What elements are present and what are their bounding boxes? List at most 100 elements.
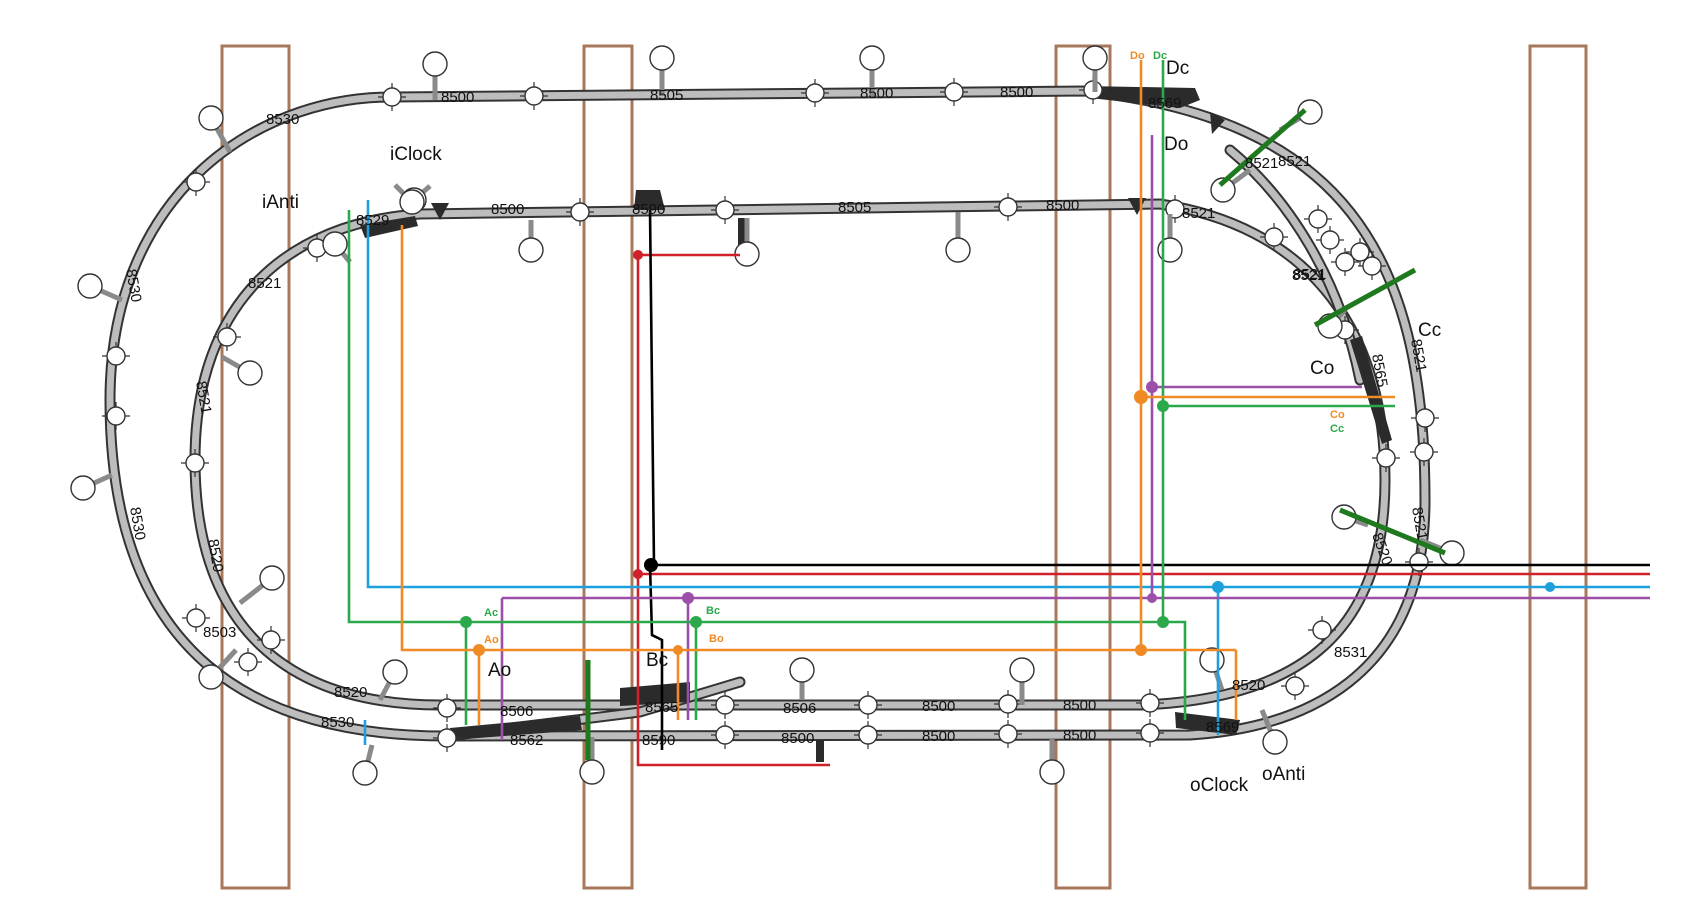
- turnout-bottom-right: [1175, 712, 1240, 735]
- rail-joiner: [1136, 719, 1164, 747]
- point-motor: [1199, 647, 1225, 691]
- rail-joiner: [1316, 226, 1344, 254]
- point-motor: [322, 231, 352, 264]
- rail-joiner: [1260, 223, 1288, 251]
- tag-ao: Ao: [484, 634, 499, 646]
- point-motor: [70, 472, 114, 501]
- turnout-inner-top: [634, 190, 665, 210]
- rail-joiner: [1331, 248, 1359, 276]
- piece-number: 8590: [642, 732, 675, 749]
- piece-number: 8530: [126, 506, 149, 542]
- rail-joiner: [1136, 689, 1164, 717]
- buffer-stop-1: [738, 218, 746, 252]
- label-dc: Dc: [1166, 58, 1189, 79]
- turnout-top-right: [1085, 86, 1200, 108]
- piece-number: 8565: [645, 699, 678, 716]
- point-motor: [377, 659, 408, 702]
- rail-joiner: [1308, 616, 1336, 644]
- piece-number: 8521: [1407, 338, 1430, 374]
- label-ianti: iAnti: [262, 192, 299, 213]
- piece-number: 8521: [248, 275, 281, 292]
- tag-dc-top: Dc: [1153, 50, 1167, 62]
- point-motor: [649, 45, 675, 96]
- piece-number: 8521: [1408, 506, 1431, 542]
- piece-number: 8529: [356, 212, 389, 229]
- point-motor: [945, 212, 971, 263]
- rail-joiner: [1281, 672, 1309, 700]
- inner-loop: [189, 144, 1391, 741]
- wire-tags: Ac Ao Bc Bo Co Cc Do Dc: [484, 50, 1345, 646]
- piece-number: 8506: [500, 703, 533, 720]
- tag-do-top: Do: [1130, 50, 1145, 62]
- label-iclock: iClock: [390, 144, 442, 165]
- signal-3: [1210, 112, 1225, 134]
- piece-number: 8530: [266, 111, 299, 128]
- piece-number: 8562: [510, 732, 543, 749]
- label-oanti: oAnti: [1262, 764, 1305, 785]
- piece-number: 8500: [1046, 197, 1079, 214]
- tag-cc: Cc: [1330, 423, 1344, 435]
- rail-joiner: [1358, 252, 1386, 280]
- piece-number: 8521: [1245, 155, 1278, 172]
- piece-number: 8565: [1368, 353, 1391, 389]
- rail-joiner: [1405, 548, 1433, 576]
- piece-number: 8500: [860, 85, 893, 102]
- buffer-stop-2: [816, 740, 824, 762]
- rail-joiner: [1304, 205, 1332, 233]
- wire-red-2: [636, 255, 830, 767]
- rail-joiner: [1410, 438, 1438, 466]
- label-ao: Ao: [488, 660, 511, 681]
- piece-number: 8500: [1063, 727, 1096, 744]
- isolation-bars: [585, 108, 1446, 760]
- rail-joiners: [102, 76, 1439, 752]
- point-motor: [77, 273, 124, 303]
- wire-green-6: [1163, 620, 1187, 720]
- wiring: [347, 60, 1650, 767]
- wire-orange-1: [400, 225, 1236, 652]
- piece-number: 8505: [838, 199, 871, 216]
- label-bc: Bc: [646, 650, 668, 671]
- rail-joiner: [994, 690, 1022, 718]
- turnout-right: [1350, 336, 1392, 444]
- rail-joiner: [1372, 444, 1400, 472]
- post-1: [220, 44, 291, 890]
- label-oclock: oClock: [1190, 775, 1249, 796]
- rail-joiner: [801, 79, 829, 107]
- post-4: [1528, 44, 1588, 890]
- signal-1: [431, 203, 449, 220]
- rail-joiner: [257, 626, 285, 654]
- piece-number: 8569: [1148, 95, 1181, 112]
- piece-number: 8520: [204, 538, 227, 574]
- rail-joiner: [433, 694, 461, 722]
- turnout-labels: iClock iAnti oClock oAnti Ao Bc Co Cc Dc…: [262, 58, 1441, 796]
- point-motor: [393, 183, 425, 215]
- point-motor: [789, 657, 815, 700]
- piece-number: 8590: [632, 201, 665, 218]
- label-co: Co: [1310, 358, 1334, 379]
- point-motor: [1331, 504, 1369, 530]
- piece-number: 8500: [781, 730, 814, 747]
- rail-joiner: [711, 196, 739, 224]
- baseboard-posts: [220, 44, 1588, 890]
- piece-number: 8531: [1334, 644, 1367, 661]
- rail-joiner: [520, 82, 548, 110]
- rail-joiner: [854, 691, 882, 719]
- post-3: [1054, 44, 1112, 890]
- point-motor: [352, 744, 378, 786]
- rail-joiner: [234, 648, 262, 676]
- rail-joiner: [1411, 404, 1439, 432]
- rail-joiner: [181, 449, 209, 477]
- point-motor: [518, 220, 544, 263]
- piece-number: 8521: [1278, 153, 1311, 170]
- piece-number: 8521: [192, 380, 215, 416]
- piece-number: 8500: [441, 89, 474, 106]
- piece-number: 8530: [122, 268, 145, 304]
- rail-joiner: [213, 323, 241, 351]
- rail-joiner: [711, 721, 739, 749]
- rail-joiner: [994, 193, 1022, 221]
- point-motor: [238, 565, 285, 605]
- point-motor: [1157, 214, 1183, 263]
- piece-number: 8500: [922, 728, 955, 745]
- rail-joiner: [102, 342, 130, 370]
